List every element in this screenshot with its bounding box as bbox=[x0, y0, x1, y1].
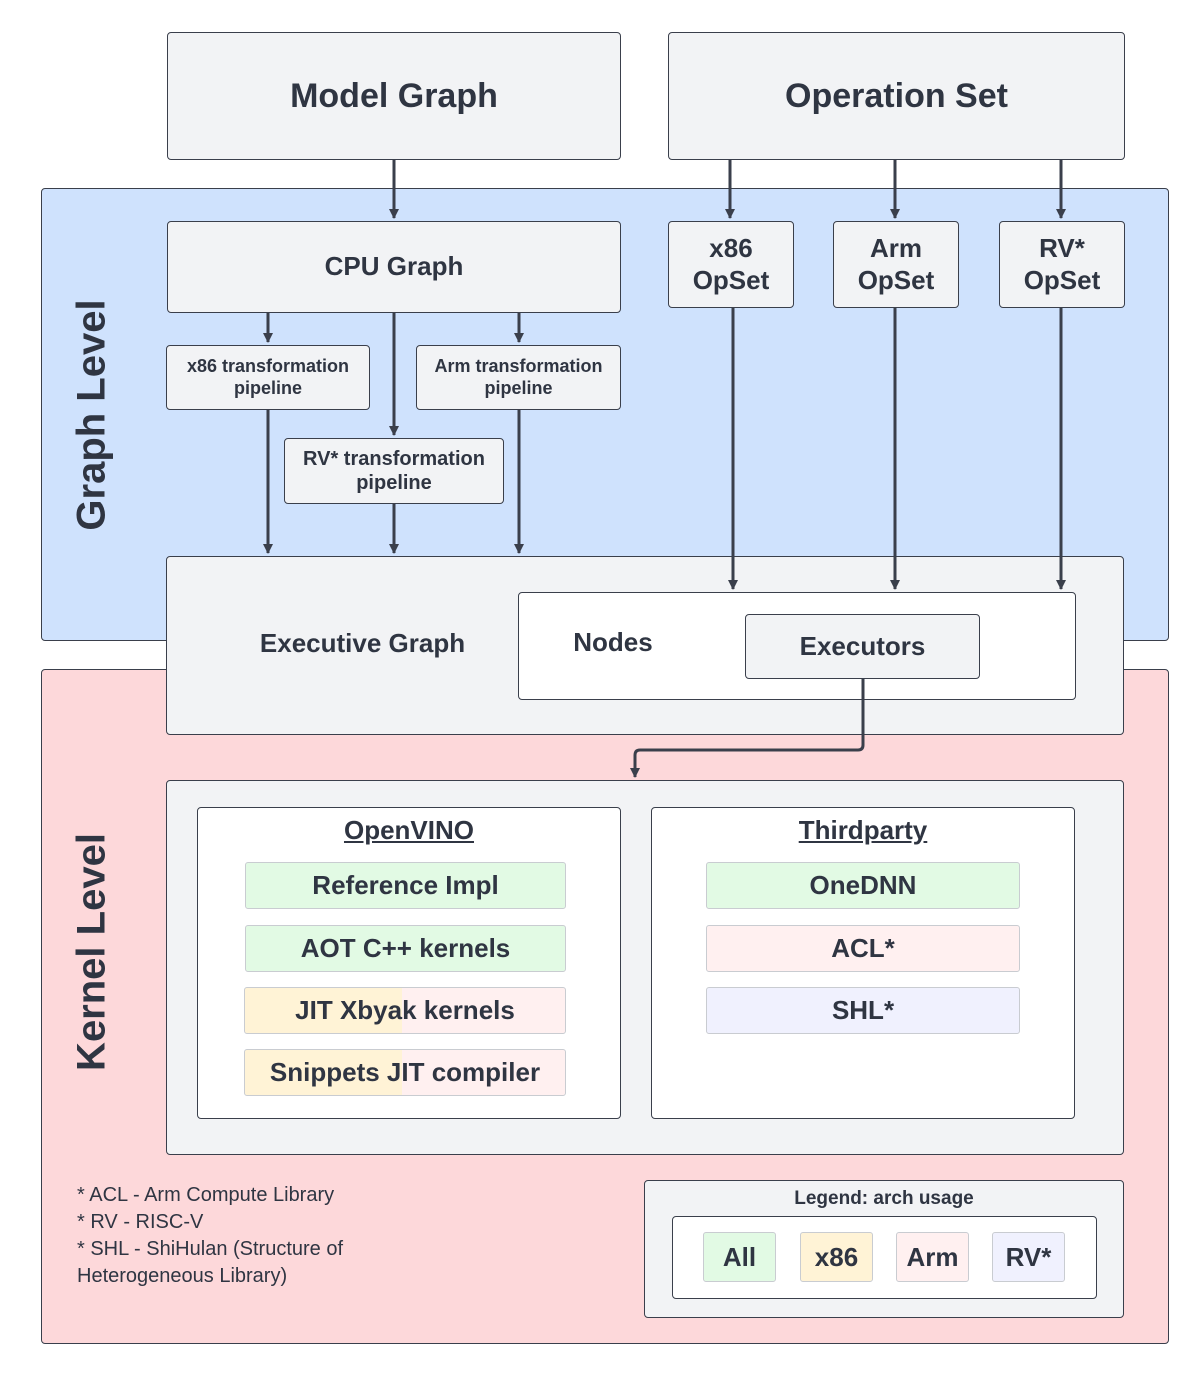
legend-x86-label: x86 bbox=[814, 1241, 859, 1272]
kernel-reference-impl-label: Reference Impl bbox=[312, 870, 499, 900]
footnote-rv: * RV - RISC-V bbox=[77, 1211, 204, 1233]
legend-arm-label: Arm bbox=[906, 1241, 959, 1272]
legend-arm: Arm bbox=[896, 1232, 969, 1282]
arm-opset-line2: OpSet bbox=[857, 264, 935, 295]
arm-pipeline-line2: pipeline bbox=[484, 377, 553, 398]
arm-pipeline-line1: Arm transformation bbox=[434, 355, 603, 376]
footnote-shl: * SHL - ShiHulan (Structure of bbox=[77, 1238, 344, 1260]
arm-opset-line1: Arm bbox=[869, 233, 922, 264]
model-graph-label: Model Graph bbox=[290, 76, 498, 115]
x86-pipeline-line1: x86 transformation bbox=[186, 355, 350, 376]
x86-opset-line1: x86 bbox=[709, 233, 753, 264]
footnotes: * ACL - Arm Compute Library * RV - RISC-… bbox=[77, 1182, 437, 1290]
executive-graph-label: Executive Graph bbox=[259, 627, 466, 658]
openvino-title: OpenVINO bbox=[343, 815, 474, 845]
rv-pipeline-line1: RV* transformation bbox=[303, 448, 485, 470]
footnote-shl-cont: Heterogeneous Library) bbox=[77, 1265, 288, 1287]
x86-pipeline-line2: pipeline bbox=[233, 377, 302, 398]
kernel-jit-xbyak-label: JIT Xbyak kernels bbox=[295, 995, 515, 1025]
rv-opset-line1: RV* bbox=[1039, 233, 1085, 264]
kernel-aot-cpp: AOT C++ kernels bbox=[245, 925, 566, 972]
kernel-reference-impl: Reference Impl bbox=[245, 862, 566, 909]
footnote-acl: * ACL - Arm Compute Library bbox=[77, 1184, 335, 1206]
kernel-jit-xbyak: JIT Xbyak kernels bbox=[244, 987, 566, 1034]
legend-x86: x86 bbox=[800, 1232, 873, 1282]
kernel-snippets-jit: Snippets JIT compiler bbox=[244, 1049, 566, 1096]
legend-all-label: All bbox=[722, 1241, 757, 1272]
legend-rv-label: RV* bbox=[1005, 1241, 1052, 1272]
rv-pipeline-box: RV* transformation pipeline bbox=[284, 438, 504, 504]
kernel-aot-cpp-label: AOT C++ kernels bbox=[300, 933, 511, 963]
executors-box: Executors bbox=[745, 614, 980, 679]
kernel-onednn: OneDNN bbox=[706, 862, 1020, 909]
rv-pipeline-line2: pipeline bbox=[356, 472, 432, 494]
kernel-acl-label: ACL* bbox=[831, 933, 895, 963]
executors-label: Executors bbox=[799, 630, 926, 661]
x86-opset-line2: OpSet bbox=[692, 264, 770, 295]
cpu-graph-label: CPU Graph bbox=[324, 251, 464, 282]
kernel-level-label: Kernel Level bbox=[69, 833, 114, 1071]
rv-opset-box: RV* OpSet bbox=[999, 221, 1125, 308]
thirdparty-title: Thirdparty bbox=[798, 815, 928, 845]
x86-pipeline-box: x86 transformation pipeline bbox=[166, 345, 370, 410]
model-graph-box: Model Graph bbox=[167, 32, 621, 160]
legend-all: All bbox=[703, 1232, 776, 1282]
kernel-shl: SHL* bbox=[706, 987, 1020, 1034]
operation-set-box: Operation Set bbox=[668, 32, 1125, 160]
x86-opset-box: x86 OpSet bbox=[668, 221, 794, 308]
cpu-graph-box: CPU Graph bbox=[167, 221, 621, 313]
kernel-snippets-jit-label: Snippets JIT compiler bbox=[269, 1057, 541, 1087]
kernel-acl: ACL* bbox=[706, 925, 1020, 972]
legend-rv: RV* bbox=[992, 1232, 1065, 1282]
arm-pipeline-box: Arm transformation pipeline bbox=[416, 345, 621, 410]
kernel-shl-label: SHL* bbox=[831, 995, 895, 1025]
operation-set-label: Operation Set bbox=[785, 76, 1008, 115]
arm-opset-box: Arm OpSet bbox=[833, 221, 959, 308]
nodes-label: Nodes bbox=[573, 626, 653, 657]
kernel-onednn-label: OneDNN bbox=[809, 870, 917, 900]
graph-level-label: Graph Level bbox=[69, 299, 114, 531]
rv-opset-line2: OpSet bbox=[1023, 264, 1101, 295]
legend-title: Legend: arch usage bbox=[794, 1188, 974, 1209]
